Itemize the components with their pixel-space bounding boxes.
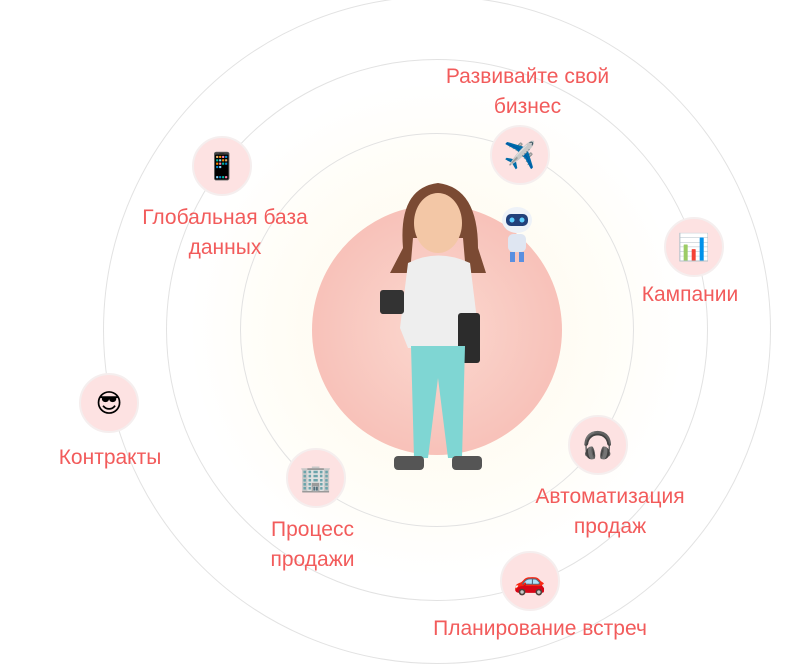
label-campaigns: Кампании: [620, 280, 760, 310]
label-grow-business: Развивайте свой бизнес: [400, 62, 655, 122]
airplane-bubble[interactable]: ✈️: [490, 125, 550, 185]
label-line: Кампании: [641, 283, 739, 306]
label-line: Глобальная база: [142, 206, 308, 229]
contracts-bubble[interactable]: 😎: [79, 373, 139, 433]
label-line: продажи: [270, 548, 355, 571]
label-line: Контракты: [58, 446, 162, 469]
headset-agent-icon: 🎧: [581, 429, 615, 460]
label-global-database: Глобальная база данных: [115, 203, 335, 263]
tablet-bubble[interactable]: 📊: [664, 217, 724, 277]
label-line: Развивайте свой: [445, 65, 610, 88]
label-sales-automation: Автоматизация продаж: [510, 482, 710, 542]
person-sunglasses-icon: 😎: [95, 387, 123, 418]
label-line: бизнес: [493, 95, 562, 118]
label-line: Процесс: [271, 518, 354, 541]
label-line: Автоматизация: [535, 485, 685, 508]
label-contracts: Контракты: [40, 443, 180, 473]
label-line: данных: [188, 236, 262, 259]
label-meeting-planning: Планирование встреч: [400, 614, 680, 644]
car-icon: 🚗: [513, 565, 547, 596]
smartphone-bubble[interactable]: 📱: [192, 136, 252, 196]
meetings-bubble[interactable]: 🚗: [500, 551, 560, 611]
airplane-icon: ✈️: [503, 139, 537, 170]
robot-icon: [502, 207, 532, 262]
woman-with-mug-illustration: [380, 183, 486, 470]
automation-bubble[interactable]: 🎧: [568, 415, 628, 475]
sales-process-bubble[interactable]: 🏢: [286, 448, 346, 508]
label-line: Планирование встреч: [433, 617, 647, 640]
inner-orbit: [240, 133, 634, 527]
middle-orbit: [166, 59, 708, 601]
smartphone-icon: 📱: [205, 150, 239, 181]
tablet-dashboard-icon: 📊: [677, 231, 711, 262]
label-line: продаж: [573, 515, 647, 538]
label-sales-process: Процесс продажи: [245, 515, 380, 575]
building-icon: 🏢: [299, 462, 333, 493]
